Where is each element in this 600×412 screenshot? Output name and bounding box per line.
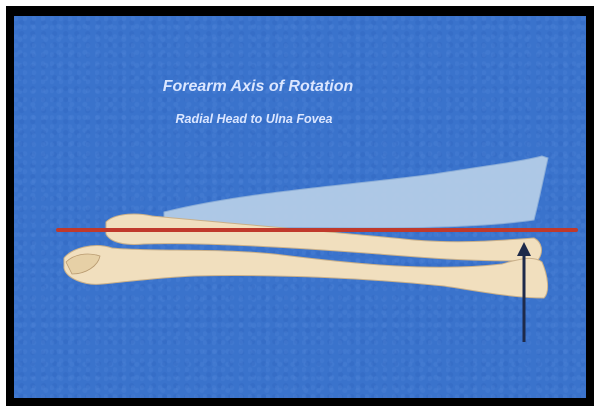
diagram-panel: Forearm Axis of Rotation Radial Head to …	[14, 16, 586, 398]
image-frame: Forearm Axis of Rotation Radial Head to …	[6, 6, 594, 406]
forearm-diagram	[14, 16, 586, 398]
radius-supinated-ghost	[164, 156, 548, 230]
